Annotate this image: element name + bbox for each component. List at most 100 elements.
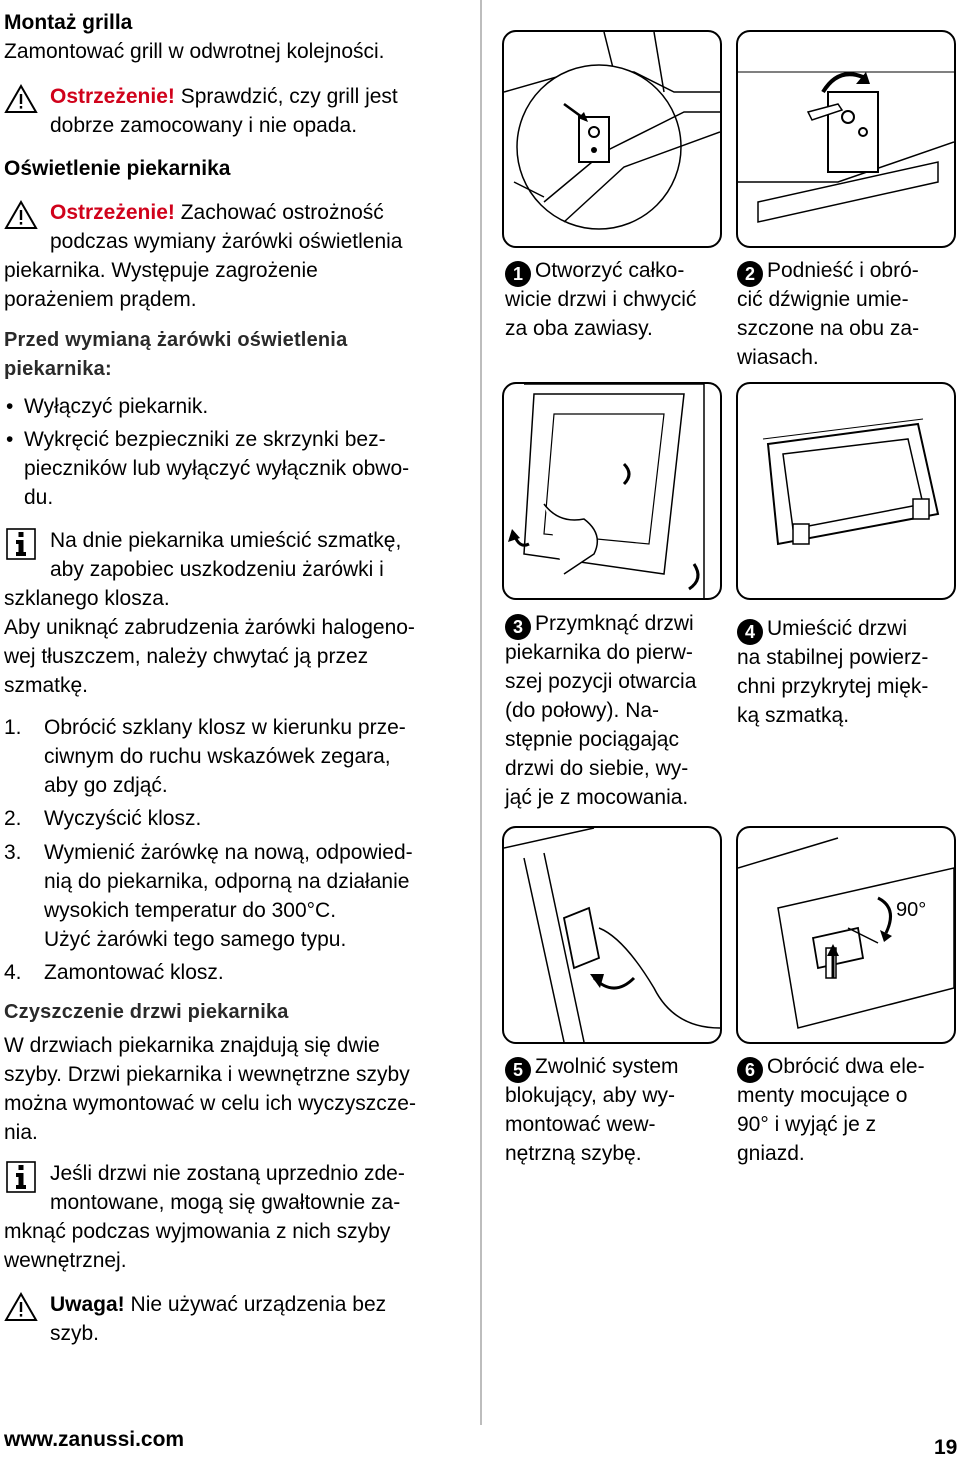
heading-montaz: Montaż grilla <box>4 11 133 34</box>
step-badge: 5 <box>505 1057 531 1083</box>
step-text: aby go zdjąć. <box>44 774 168 797</box>
warning-icon <box>4 1292 38 1321</box>
caption-text: Obrócić dwa ele- <box>767 1055 925 1078</box>
step-text: nią do piekarnika, odporną na działanie <box>44 870 410 893</box>
drzwi-text-line: można wymontować w celu ich wyczyszcze- <box>4 1092 416 1115</box>
step-text: Wyczyścić klosz. <box>44 807 202 830</box>
drzwi-text-line: szyby. Drzwi piekarnika i wewnętrzne szy… <box>4 1063 410 1086</box>
caption-text: Otworzyć całko- <box>535 259 685 282</box>
caption-line: wiasach. <box>737 346 819 369</box>
figure-1-hinge-illustration <box>502 30 722 248</box>
warning-1-label: Ostrzeżenie! <box>50 85 175 108</box>
before-heading-line-1: Przed wymianą żarówki oświetlenia <box>4 329 348 351</box>
step-text: Obrócić szklany klosz w kierunku prze- <box>44 716 406 739</box>
montaz-text: Zamontować grill w odwrotnej kolejności. <box>4 40 385 63</box>
warning-3-label: Uwaga! <box>50 1293 125 1316</box>
page-number: 19 <box>934 1436 958 1459</box>
caption-line: ką szmatką. <box>737 704 850 727</box>
warning-2-line-4: porażeniem prądem. <box>4 288 197 311</box>
step-text: Użyć żarówki tego samego typu. <box>44 928 347 951</box>
step-number: 1. <box>4 716 22 739</box>
step-badge: 3 <box>505 614 531 640</box>
figure-3-door-illustration <box>502 382 722 600</box>
column-divider <box>480 0 482 1425</box>
warning-2-line-2: podczas wymiany żarówki oświetlenia <box>50 230 403 253</box>
bullet-dot: • <box>6 395 14 418</box>
step-text: Zamontować klosz. <box>44 961 224 984</box>
drzwi-text-line: W drzwiach piekarnika znajdują się dwie <box>4 1034 380 1057</box>
step-badge: 1 <box>505 261 531 287</box>
caption-line: menty mocujące o <box>737 1084 908 1107</box>
step-badge: 4 <box>737 619 763 645</box>
warning-2-text: Zachować ostrożność <box>174 201 384 224</box>
angle-label: 90° <box>896 899 926 921</box>
warning-3-text: Nie używać urządzenia bez <box>124 1293 387 1316</box>
caption-text: Umieścić drzwi <box>767 617 908 640</box>
caption-line: blokujący, aby wy- <box>505 1084 676 1107</box>
warning-1-text: Sprawdzić, czy grill jest <box>174 85 398 108</box>
warning-1-line-1: Ostrzeżenie! Sprawdzić, czy grill jest <box>50 82 398 111</box>
bullet-item: Wykręcić bezpieczniki ze skrzynki bez- <box>24 428 386 451</box>
info-1b-line-3: szmatkę. <box>4 674 89 697</box>
info-1-line-1: Na dnie piekarnika umieścić szmatkę, <box>50 529 402 552</box>
info-1b-line-2: wej tłuszczem, należy chwytać ją przez <box>4 645 369 668</box>
warning-2-line-3: piekarnika. Występuje zagrożenie <box>4 259 318 282</box>
warning-icon <box>4 200 38 229</box>
heading-drzwi: Czyszczenie drzwi piekarnika <box>4 1001 289 1023</box>
heading-oswietlenie: Oświetlenie piekarnika <box>4 157 231 180</box>
before-heading-line-2: piekarnika: <box>4 358 112 380</box>
caption-line: szej pozycji otwarcia <box>505 670 697 693</box>
warning-1-line-2: dobrze zamocowany i nie opada. <box>50 114 358 137</box>
caption-text: Zwolnić system <box>535 1055 679 1078</box>
step-number: 2. <box>4 807 22 830</box>
caption-line: szczone na obu za- <box>737 317 920 340</box>
step-number: 4. <box>4 961 22 984</box>
bullet-item: Wyłączyć piekarnik. <box>24 395 209 418</box>
caption-line: na stabilnej powierz- <box>737 646 929 669</box>
figure-6-rotate-element-illustration: 90° <box>736 826 956 1044</box>
warning-3-line-1: Uwaga! Nie używać urządzenia bez <box>50 1290 386 1319</box>
drzwi-text-line: nia. <box>4 1121 38 1144</box>
bullet-dot: • <box>6 428 14 451</box>
info-2-line-2: montowane, mogą się gwałtownie za- <box>50 1191 401 1214</box>
warning-icon <box>4 84 38 113</box>
step-text: ciwnym do ruchu wskazówek zegara, <box>44 745 391 768</box>
caption-line: stępnie pociągając <box>505 728 679 751</box>
caption-line: za oba zawiasy. <box>505 317 653 340</box>
caption-line: 90° i wyjąć je z <box>737 1113 877 1136</box>
caption-line: gniazd. <box>737 1142 805 1165</box>
info-1b-line-1: Aby uniknąć zabrudzenia żarówki halogeno… <box>4 616 415 639</box>
bullet-item: pieczników lub wyłączyć wyłącznik obwo- <box>24 457 410 480</box>
figure-4-door-on-cloth-illustration <box>736 382 956 600</box>
warning-2-label: Ostrzeżenie! <box>50 201 175 224</box>
step-text: Wymienić żarówkę na nową, odpowied- <box>44 841 413 864</box>
info-1-line-2: aby zapobiec uszkodzeniu żarówki i <box>50 558 384 581</box>
caption-text: Przymknąć drzwi <box>535 612 694 635</box>
info-1-line-3: szklanego klosza. <box>4 587 170 610</box>
step-badge: 2 <box>737 261 763 287</box>
figure-5-lock-release-illustration <box>502 826 722 1044</box>
step-number: 3. <box>4 841 22 864</box>
footer-url[interactable]: www.zanussi.com <box>4 1428 185 1451</box>
caption-text: Podnieść i obró- <box>767 259 919 282</box>
warning-2-line-1: Ostrzeżenie! Zachować ostrożność <box>50 198 384 227</box>
caption-line: chni przykrytej mięk- <box>737 675 929 698</box>
info-2-line-4: wewnętrznej. <box>4 1249 127 1272</box>
bullet-item: du. <box>24 486 54 509</box>
caption-line: (do połowy). Na- <box>505 699 660 722</box>
info-icon <box>6 528 36 560</box>
info-icon <box>6 1161 36 1193</box>
info-2-line-1: Jeśli drzwi nie zostaną uprzednio zde- <box>50 1162 405 1185</box>
caption-line: nętrzną szybę. <box>505 1142 642 1165</box>
step-text: wysokich temperatur do 300°C. <box>44 899 337 922</box>
caption-line: wicie drzwi i chwycić <box>505 288 697 311</box>
caption-line: cić dźwignie umie- <box>737 288 909 311</box>
caption-line: jąć je z mocowania. <box>505 786 689 809</box>
figure-2-lever-illustration <box>736 30 956 248</box>
